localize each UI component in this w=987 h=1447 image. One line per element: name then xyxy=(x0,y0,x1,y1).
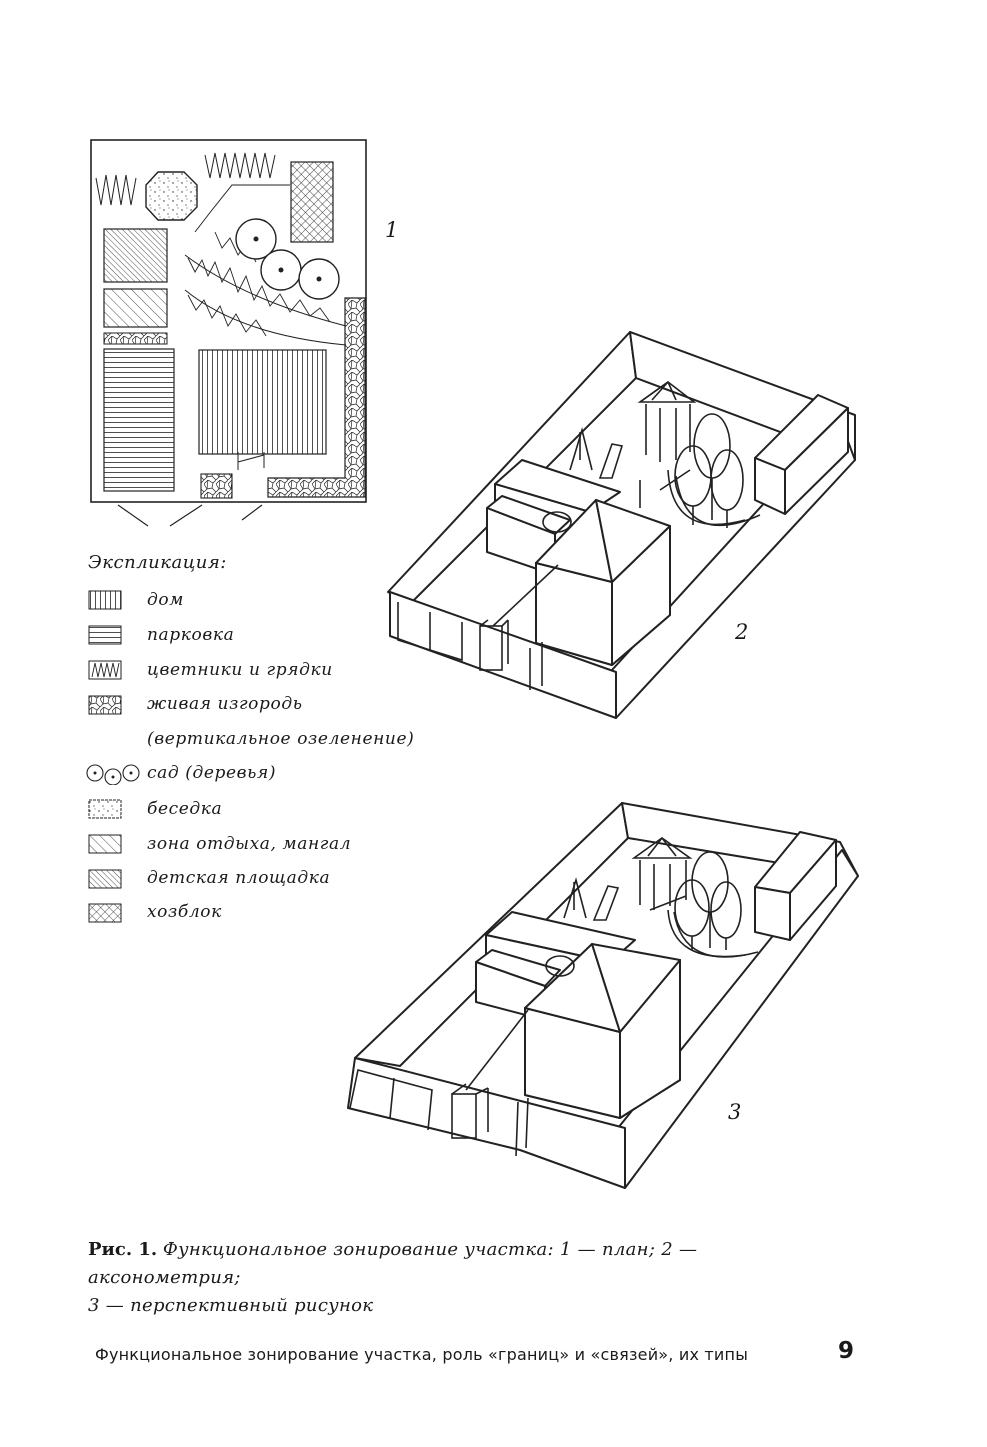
diagonal-hatch-icon xyxy=(88,834,122,854)
caption-prefix: Рис. 1. xyxy=(88,1239,158,1260)
site-plan-drawing xyxy=(90,139,367,527)
explication-title: Экспликация: xyxy=(88,552,227,573)
legend-label-hedge: живая изгородь xyxy=(147,694,303,714)
caption-line2: 3 — перспективный рисунок xyxy=(88,1295,374,1316)
figure-label-perspective: 3 xyxy=(728,1100,742,1124)
trees-icon xyxy=(86,764,140,785)
dotted-icon xyxy=(88,799,122,819)
crosshatch-icon xyxy=(88,903,122,923)
legend-item-house xyxy=(88,589,122,611)
legend-label-parking: парковка xyxy=(147,625,235,645)
legend-item-gazebo xyxy=(88,798,122,820)
legend-item-parking xyxy=(88,624,122,646)
perspective-drawing xyxy=(347,802,859,1189)
legend-label-rest-zone: зона отдыха, мангал xyxy=(147,834,352,854)
legend-label-garden: сад (деревья) xyxy=(147,763,277,783)
legend-label-utility-block: хозблок xyxy=(147,902,222,922)
running-footer-title: Функциональное зонирование участка, роль… xyxy=(95,1345,749,1364)
legend-item-hedge xyxy=(88,694,122,716)
legend-item-flowerbeds xyxy=(88,659,122,681)
legend-label-vertical-greening: (вертикальное озеленение) xyxy=(147,729,415,749)
axonometry-drawing xyxy=(387,331,856,719)
legend-item-garden xyxy=(86,763,142,785)
page-number: 9 xyxy=(838,1338,855,1364)
mosaic-icon xyxy=(88,695,122,715)
horizontal-hatch-icon xyxy=(88,625,122,645)
dense-diagonal-hatch-icon xyxy=(88,869,122,889)
figure-caption: Рис. 1. Функциональное зонирование участ… xyxy=(88,1236,848,1320)
legend-label-house: дом xyxy=(147,590,184,610)
legend-item-rest-zone xyxy=(88,833,122,855)
vertical-hatch-icon xyxy=(88,590,122,610)
figure-label-plan: 1 xyxy=(385,218,399,242)
figure-label-axonometry: 2 xyxy=(735,620,749,644)
legend-item-utility-block xyxy=(88,902,122,924)
legend-label-gazebo: беседка xyxy=(147,799,223,819)
legend-item-playground xyxy=(88,868,122,890)
legend-label-playground: детская площадка xyxy=(147,868,331,888)
legend-label-flowerbeds: цветники и грядки xyxy=(147,660,333,680)
zigzag-icon xyxy=(88,660,122,680)
caption-line1: Функциональное зонирование участка: 1 — … xyxy=(88,1239,698,1288)
